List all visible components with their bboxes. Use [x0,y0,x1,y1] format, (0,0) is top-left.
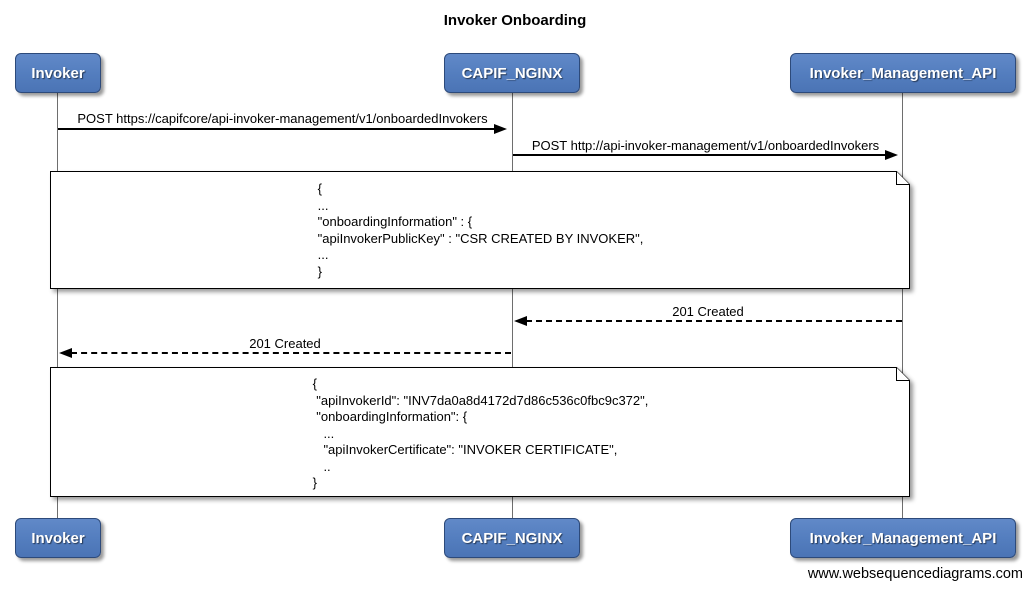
message-2-arrowhead-icon [885,150,898,160]
message-4-label: 201 Created [249,336,321,351]
lifeline-invoker [57,93,58,518]
actor-top-invoker-label: Invoker [31,64,85,82]
note-line: { [317,181,322,196]
message-3-label: 201 Created [672,304,744,319]
message-1-label: POST https://capifcore/api-invoker-manag… [77,111,488,126]
actor-bottom-invoker-label: Invoker [31,529,85,547]
lifeline-capif-nginx [512,93,513,518]
note-line: .. [312,458,331,474]
actor-top-invoker-management-api-label: Invoker_Management_API [809,64,997,82]
note-response-body: { "apiInvokerId": "INV7da0a8d4172d7d86c5… [50,367,911,497]
note-line: } [312,475,317,490]
note-response-body-text: { "apiInvokerId": "INV7da0a8d4172d7d86c5… [313,376,649,492]
actor-bottom-invoker-management-api-label: Invoker_Management_API [809,529,997,547]
note-line: "onboardingInformation" : { [317,214,473,229]
note-outline-icon [50,171,910,289]
actor-bottom-capif-nginx-label: CAPIF_NGINX [461,529,563,547]
message-2-label: POST http://api-invoker-management/v1/on… [531,138,880,153]
actor-bottom-capif-nginx: CAPIF_NGINX [444,518,580,558]
lifeline-invoker-management-api [902,93,903,518]
message-4-arrowhead-icon [59,348,72,358]
note-request-body-text: { ... "onboardingInformation" : { "apiIn… [318,181,644,280]
note-line: } [317,263,322,279]
actor-top-capif-nginx: CAPIF_NGINX [444,53,580,93]
note-line: ... [317,197,329,213]
actor-top-invoker-management-api: Invoker_Management_API [790,53,1016,93]
note-request-body: { ... "onboardingInformation" : { "apiIn… [50,171,911,289]
websequencediagrams-credit: www.websequencediagrams.com [807,566,1023,582]
note-line: "apiInvokerPublicKey" : "CSR CREATED BY … [317,230,644,246]
message-3-arrowhead-icon [514,316,527,326]
note-line: "apiInvokerId": "INV7da0a8d4172d7d86c536… [312,392,649,408]
actor-top-invoker: Invoker [15,53,101,93]
message-4-line [71,352,511,354]
note-line: "apiInvokerCertificate": "INVOKER CERTIF… [312,442,618,457]
actor-bottom-invoker-management-api: Invoker_Management_API [790,518,1016,558]
message-3-line [526,320,902,322]
note-line: ... [312,425,335,441]
actor-bottom-invoker: Invoker [15,518,101,558]
message-1-line [58,128,495,130]
diagram-title: Invoker Onboarding [443,12,587,29]
note-line: ... [317,247,329,262]
note-outline-icon [50,367,910,497]
note-line: "onboardingInformation": { [312,409,468,424]
message-2-line [513,154,886,156]
note-line: { [312,376,317,391]
actor-top-capif-nginx-label: CAPIF_NGINX [461,64,563,82]
message-1-arrowhead-icon [494,124,507,134]
